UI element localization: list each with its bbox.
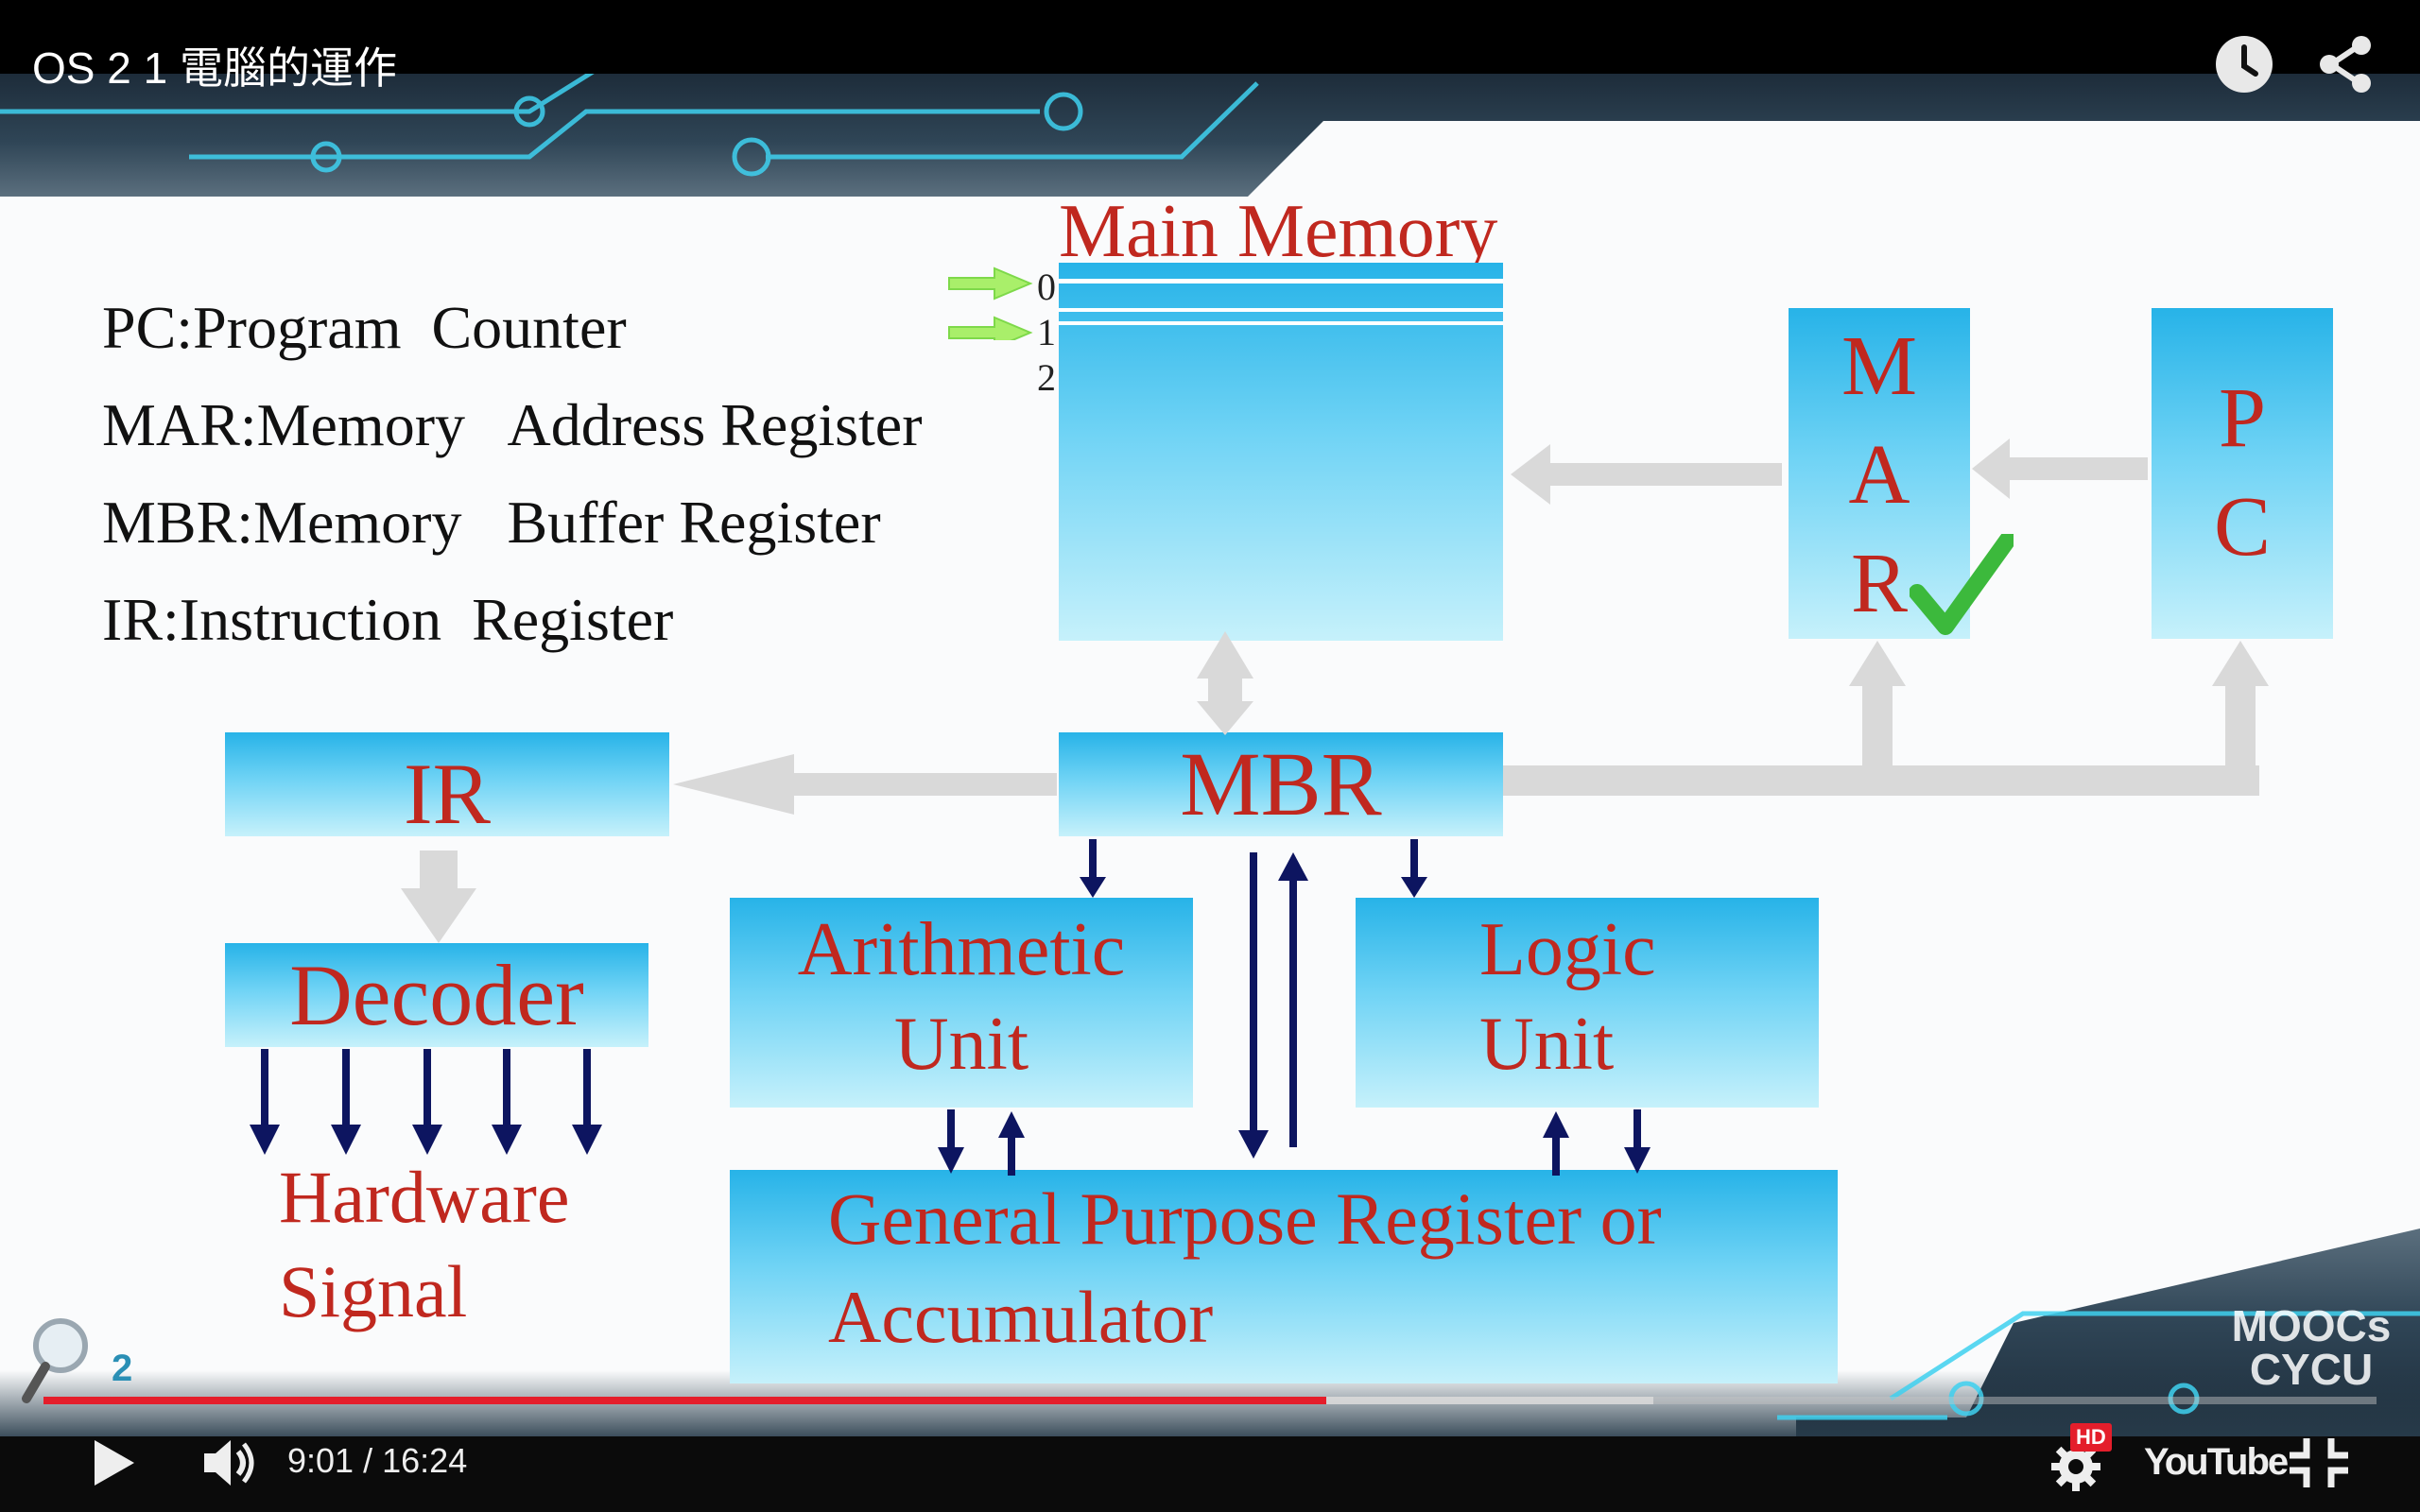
time-separator: / [363,1441,373,1480]
decoder-box [225,943,648,1047]
youtube-logo[interactable]: YouTube [2144,1441,2289,1483]
clock-icon[interactable] [2214,34,2274,94]
memory-row-divider [1059,321,1503,325]
time-total: 16:24 [382,1441,468,1480]
share-icon[interactable] [2316,34,2377,94]
mar-letter-a: A [1848,428,1910,522]
exit-fullscreen-icon[interactable] [2288,1436,2350,1489]
checkmark-icon [1910,534,2014,635]
gpr-box [730,1170,1838,1383]
time-display: 9:01 / 16:24 [287,1440,467,1482]
memory-address-1: 1 [1037,311,1056,353]
pc-letter-p: P [2218,371,2267,465]
pc-box [2152,308,2333,639]
mbr-label: MBR [1180,733,1382,834]
magnifier-icon [22,1318,88,1403]
banner-cutout [1248,121,2420,197]
slide-page-number: 2 [112,1348,133,1389]
hd-badge: HD [2070,1423,2112,1452]
gear-icon[interactable] [2048,1438,2104,1495]
gpr-line1: General Purpose Register or [828,1177,1662,1260]
hardware-signal-line2: Signal [279,1250,468,1332]
memory-row-divider [1059,308,1503,312]
logic-unit-line2: Unit [1479,1003,1615,1086]
legend-mbr: MBR:Memory Buffer Register [102,489,881,556]
main-memory-label: Main Memory [1059,190,1498,273]
arithmetic-unit-box [730,898,1193,1108]
top-bar [0,0,2420,74]
mbr-box [1059,732,1503,836]
volume-icon[interactable] [202,1436,259,1489]
logic-unit-line1: Logic [1479,908,1656,991]
ir-label: IR [404,746,491,842]
progress-played [43,1397,1327,1404]
video-title[interactable]: OS 2 1 電腦的運作 [32,43,397,93]
circuit-lines-bottom [1777,1311,2420,1420]
main-memory-box [1059,263,1503,641]
memory-address-2: 2 [1037,356,1056,399]
mooc-cycu-watermark: MOOCs CYCU [2231,1301,2392,1394]
arithmetic-unit-line2: Unit [893,1003,1029,1086]
arithmetic-unit-line1: Arithmetic [797,908,1126,991]
mar-box [1789,308,1970,639]
video-frame: PC:Program Counter MAR:Memory Address Re… [0,0,2420,1436]
circuit-lines-top [0,74,1259,177]
decoder-label: Decoder [289,947,584,1043]
pc-letter-c: C [2213,480,2272,574]
mar-letter-m: M [1841,319,1918,413]
control-bar [0,1436,2420,1512]
memory-row-divider [1059,279,1503,284]
memory-address-0: 0 [1037,266,1056,308]
legend-pc: PC:Program Counter [102,294,627,361]
legend-ir: IR:Instruction Register [102,586,674,653]
address-pointer-arrows [948,266,1033,340]
hardware-signal-line1: Hardware [279,1156,570,1238]
time-current: 9:01 [287,1441,354,1480]
data-path-arrows [250,438,2269,1176]
mar-letter-r: R [1850,537,1909,630]
logic-unit-box [1356,898,1819,1108]
ir-box [225,732,669,836]
play-icon[interactable] [87,1436,140,1489]
legend-mar: MAR:Memory Address Register [102,391,923,458]
gpr-line2: Accumulator [828,1276,1214,1358]
